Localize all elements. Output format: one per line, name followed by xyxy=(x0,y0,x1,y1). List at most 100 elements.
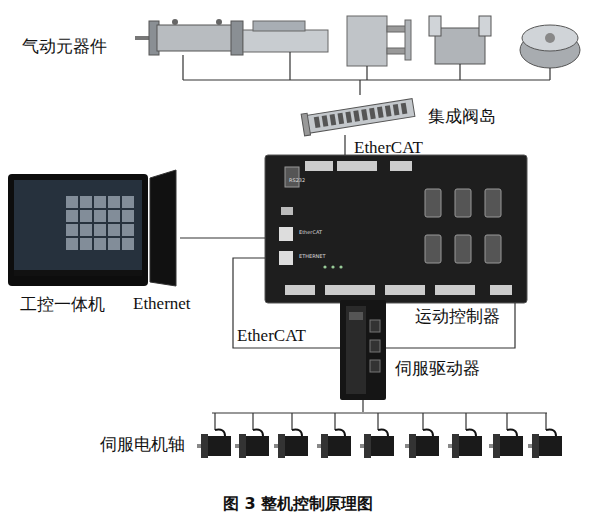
servo-motor xyxy=(448,430,482,458)
servo-motor xyxy=(528,430,562,458)
screen-tile xyxy=(66,210,78,222)
motor-flange xyxy=(239,434,246,458)
motor-cable-bus xyxy=(212,413,547,430)
screen-tile xyxy=(122,210,134,222)
slide-table xyxy=(253,21,305,31)
terminal-block xyxy=(325,285,375,295)
db-connector xyxy=(485,189,501,217)
end-plate xyxy=(301,113,310,136)
screen-tile xyxy=(108,238,120,250)
screen-tile xyxy=(122,196,134,208)
screen-tile xyxy=(94,224,106,236)
servo-motor xyxy=(235,430,269,458)
screen-tile xyxy=(94,210,106,222)
controller-board xyxy=(265,155,527,303)
node-label: 伺服驱动器 xyxy=(395,360,480,378)
valve-island-drawing xyxy=(300,95,420,135)
motor-flange xyxy=(532,434,539,458)
valve-slice xyxy=(330,114,337,126)
port-marking: EtherCAT xyxy=(299,229,322,235)
db-connector xyxy=(425,189,441,217)
motor-shaft xyxy=(489,444,493,448)
pneumatic-components-drawing xyxy=(135,8,585,84)
industrial-pc: 工控一体机 xyxy=(8,170,180,288)
motor-cable xyxy=(507,430,517,436)
db-connector xyxy=(455,235,471,263)
screen xyxy=(14,180,142,276)
slide-body xyxy=(243,30,328,52)
air-line xyxy=(183,52,550,84)
driver-connector xyxy=(370,320,380,332)
valve-slice xyxy=(369,108,376,120)
motor-cable xyxy=(466,430,476,436)
terminal-block xyxy=(435,285,475,295)
motor-flange xyxy=(364,434,371,458)
db-connector xyxy=(455,189,471,217)
rotary-table xyxy=(522,25,578,51)
rotary-hub xyxy=(545,33,555,43)
usb-port xyxy=(281,207,293,215)
screen-tile xyxy=(66,224,78,236)
valve-slice xyxy=(337,113,344,125)
valve-slice xyxy=(353,110,360,122)
node-label: 气动元器件 xyxy=(22,38,107,56)
motor-cable xyxy=(335,430,345,436)
screen-tile xyxy=(80,224,92,236)
motor-flange xyxy=(321,434,328,458)
display xyxy=(349,312,363,320)
motor-shaft xyxy=(448,444,452,448)
port xyxy=(216,19,222,25)
connector-line xyxy=(362,400,363,412)
motor-body xyxy=(415,436,439,456)
motor-flange xyxy=(452,434,459,458)
screen-tile xyxy=(122,224,134,236)
driver-connector xyxy=(370,360,380,372)
gripper-finger xyxy=(429,16,441,36)
motor-shaft xyxy=(405,444,409,448)
node-label: 集成阀岛 xyxy=(428,108,496,126)
valve-slice xyxy=(314,116,321,128)
status-led xyxy=(339,265,342,268)
screen-tile xyxy=(66,238,78,250)
db-connector xyxy=(425,235,441,263)
motor-body xyxy=(538,436,562,456)
motor-cable xyxy=(423,430,433,436)
servo-driver: 伺服驱动器 xyxy=(340,300,386,400)
servo-motor xyxy=(489,430,523,458)
connection-label: EtherCAT xyxy=(354,139,423,157)
driver-body xyxy=(340,300,386,400)
servo-motor xyxy=(317,430,351,458)
motor-body xyxy=(245,436,269,456)
motor-shaft xyxy=(528,444,532,448)
motor-shaft xyxy=(274,444,278,448)
terminal-block xyxy=(285,285,315,295)
screen-tile xyxy=(80,210,92,222)
node-label: 工控一体机 xyxy=(20,296,105,314)
valve-slice xyxy=(385,105,392,117)
screen-tile xyxy=(108,224,120,236)
motor-shaft xyxy=(317,444,321,448)
guided-cylinder xyxy=(347,16,387,66)
motor-cable xyxy=(378,430,388,436)
connector-line xyxy=(233,258,340,348)
screen-tile xyxy=(66,196,78,208)
motor-body xyxy=(284,436,308,456)
terminal-block xyxy=(305,161,333,171)
connection-label: EtherCAT xyxy=(237,327,306,345)
figure-caption: 图 3 整机控制原理图 xyxy=(0,494,596,514)
motor-flange xyxy=(278,434,285,458)
terminal-block xyxy=(390,161,412,171)
screen-tile xyxy=(94,238,106,250)
servo-motors: 伺服电机轴 xyxy=(198,412,560,474)
servo-motor xyxy=(405,430,439,458)
servo-motor xyxy=(274,430,308,458)
servo-motor xyxy=(197,430,231,458)
motor-flange xyxy=(201,434,208,458)
connector-line xyxy=(344,135,345,155)
valve-island-body xyxy=(301,97,415,136)
port xyxy=(172,19,178,25)
screen-tile xyxy=(108,196,120,208)
motor-cable xyxy=(546,430,556,436)
valve-slice xyxy=(322,115,329,127)
